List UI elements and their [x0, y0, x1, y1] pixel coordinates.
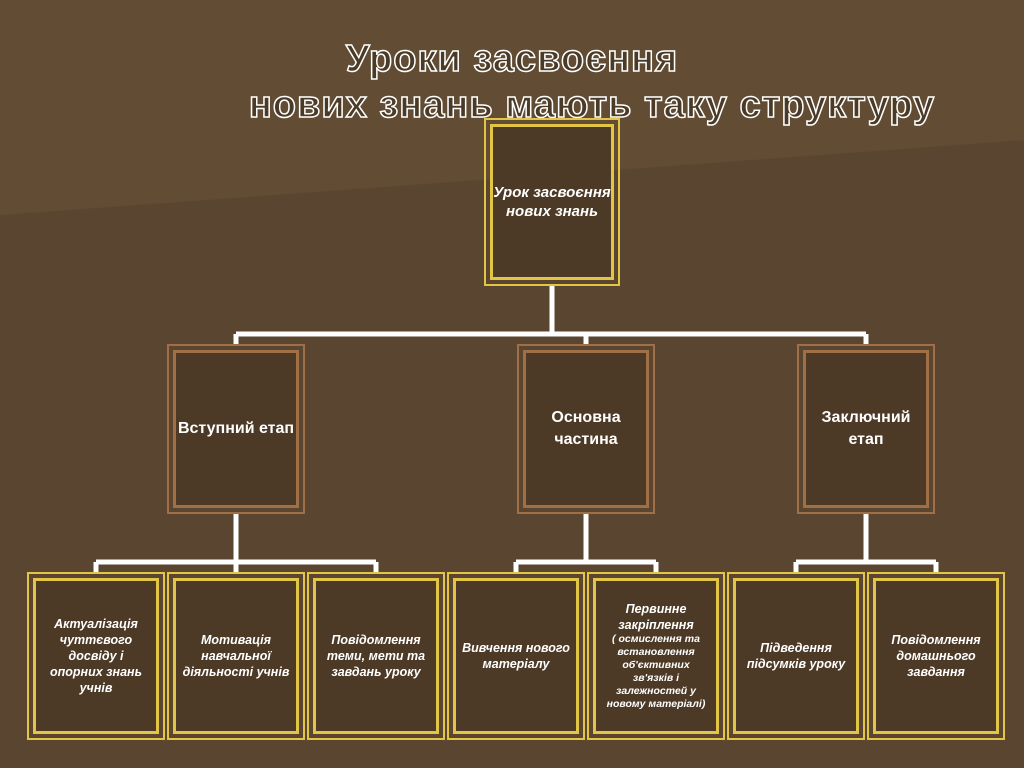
root-node: Урок засвоєння нових знань: [484, 118, 620, 286]
leaf-note: ( осмислення та встановлення об'єктивних…: [606, 633, 706, 710]
leaf-label: Вивчення нового матеріалу: [462, 641, 570, 671]
stage-label: Вступний етап: [177, 420, 295, 437]
stage-label: Заключний етап: [821, 409, 911, 448]
leaf-label: Повідомлення теми, мети та завдань уроку: [326, 633, 426, 679]
leaf-label: Первинне закріплення: [618, 602, 694, 632]
stage-final-node: Заключний етап: [797, 344, 935, 514]
leaf-label: Мотивація навчальної діяльності учнів: [182, 633, 290, 679]
title-line-2: нових знань мають таку структуру: [248, 83, 936, 127]
leaf-node: Актуалізація чуттєвого досвіду і опорних…: [27, 572, 165, 740]
leaf-content: Первинне закріплення ( осмислення та вст…: [596, 601, 716, 711]
stage-intro-node: Вступний етап: [167, 344, 305, 514]
leaf-node: Мотивація навчальної діяльності учнів: [167, 572, 305, 740]
leaf-node: Підведення підсумків уроку: [727, 572, 865, 740]
leaf-node: Вивчення нового матеріалу: [447, 572, 585, 740]
root-label: Урок засвоєння нових знань: [493, 184, 611, 220]
leaf-label: Підведення підсумків уроку: [746, 641, 846, 671]
stage-main-node: Основна частина: [517, 344, 655, 514]
leaf-node: Повідомлення домашнього завдання: [867, 572, 1005, 740]
leaf-label: Повідомлення домашнього завдання: [891, 633, 981, 679]
leaf-label: Актуалізація чуттєвого досвіду і опорних…: [49, 617, 142, 695]
stage-label: Основна частина: [551, 409, 621, 448]
leaf-node: Повідомлення теми, мети та завдань уроку: [307, 572, 445, 740]
leaf-node: Первинне закріплення ( осмислення та вст…: [587, 572, 725, 740]
title-line-1: Уроки засвоєння: [345, 37, 679, 81]
